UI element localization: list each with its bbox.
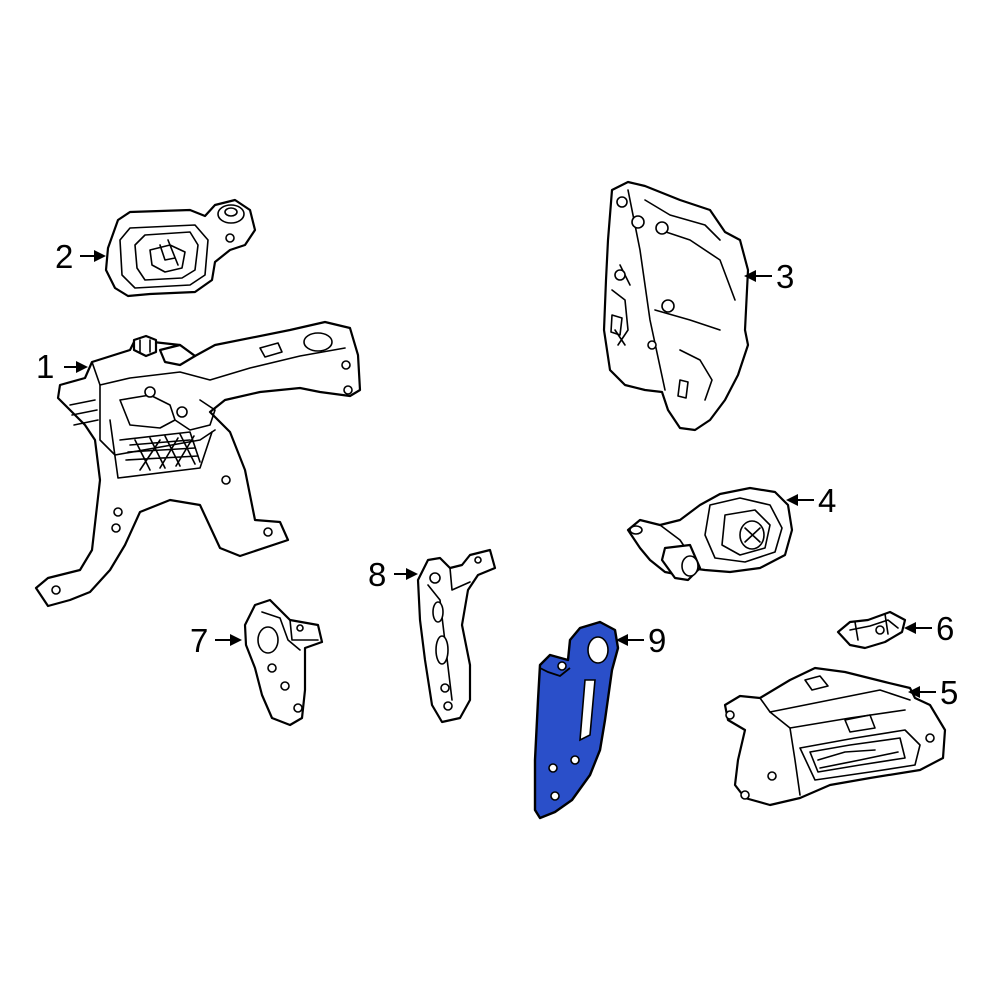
arrow-icon	[616, 634, 628, 646]
callout-6: 6	[904, 610, 954, 647]
part-3-plate-bracket[interactable]	[602, 180, 750, 432]
part-9-bracket-highlighted[interactable]	[533, 620, 620, 820]
callout-4: 4	[786, 482, 836, 519]
arrow-icon	[904, 622, 916, 634]
part-8-long-bracket[interactable]	[416, 548, 497, 724]
arrow-icon	[230, 634, 242, 646]
part-2-engine-mount[interactable]	[104, 198, 257, 298]
part-7-bracket[interactable]	[243, 598, 324, 727]
arrow-icon	[786, 494, 798, 506]
arrow-icon	[94, 250, 106, 262]
arrow-icon	[908, 686, 920, 698]
callout-5: 5	[908, 674, 958, 711]
callout-label-2: 2	[55, 238, 73, 275]
callout-label-3: 3	[776, 258, 794, 295]
callout-label-9: 9	[648, 622, 666, 659]
arrow-icon	[76, 361, 88, 373]
callout-7: 7	[190, 622, 242, 659]
callout-label-4: 4	[818, 482, 836, 519]
part-4-mount[interactable]	[626, 486, 794, 582]
callout-label-5: 5	[940, 674, 958, 711]
callout-1: 1	[36, 348, 88, 385]
callout-2: 2	[55, 238, 106, 275]
part-5-transmission-mount[interactable]	[723, 666, 947, 807]
callout-label-7: 7	[190, 622, 208, 659]
callout-label-6: 6	[936, 610, 954, 647]
callout-label-8: 8	[368, 556, 386, 593]
callout-label-1: 1	[36, 348, 54, 385]
arrow-icon	[406, 568, 418, 580]
arrow-icon	[744, 270, 756, 282]
callout-9: 9	[616, 622, 666, 659]
callout-3: 3	[744, 258, 794, 295]
part-1-mount-bracket[interactable]	[34, 320, 362, 608]
part-6-clip[interactable]	[836, 610, 907, 650]
callout-8: 8	[368, 556, 418, 593]
